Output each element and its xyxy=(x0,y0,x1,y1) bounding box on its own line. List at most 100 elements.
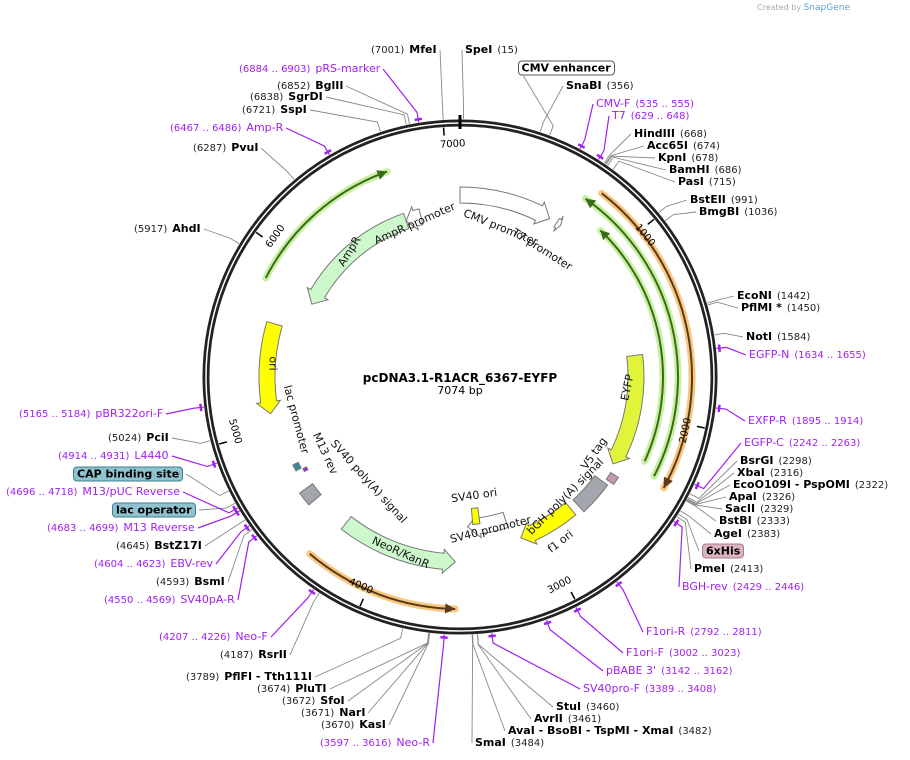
site-name: lac operator xyxy=(116,503,192,517)
enzyme-site-pflfi-tth111i[interactable]: (3789)PflFI - Tth111I xyxy=(181,670,312,684)
site-position: (686) xyxy=(714,165,742,176)
enzyme-site-sspi[interactable]: (6721)SspI xyxy=(237,103,307,117)
enzyme-site-pluti[interactable]: (3674)PluTI xyxy=(252,682,327,696)
site-position: (6838) xyxy=(250,92,284,103)
feature-v5-tag xyxy=(605,471,620,486)
enzyme-site-stui[interactable]: StuI(3460) xyxy=(556,700,624,714)
enzyme-site-bsteii[interactable]: BstEII(991) xyxy=(690,193,763,207)
enzyme-site-bstbi[interactable]: BstBI(2333) xyxy=(719,514,795,528)
primer-site-f1ori-r[interactable]: F1ori-R(2792 .. 2811) xyxy=(646,625,767,639)
enzyme-site-pvui[interactable]: (6287)PvuI xyxy=(188,141,258,155)
site-name: BamHI xyxy=(669,163,710,176)
site-position: (6884 .. 6903) xyxy=(239,64,311,75)
enzyme-site-pmei[interactable]: PmeI(2413) xyxy=(694,562,768,576)
feature-tag-lac-operator[interactable]: lac operator xyxy=(112,502,196,518)
primer-site-sv40pro-f[interactable]: SV40pro-F(3389 .. 3408) xyxy=(583,682,721,696)
enzyme-site-sgrdi[interactable]: (6838) SgrDI xyxy=(245,90,323,104)
tick-mark xyxy=(647,218,655,225)
enzyme-site-spei[interactable]: SpeI(15) xyxy=(465,43,523,57)
primer-site-t7[interactable]: T7(629 .. 648) xyxy=(612,109,694,123)
site-name: SgrDI xyxy=(288,90,323,103)
enzyme-site-bsmi[interactable]: (4593)BsmI xyxy=(151,575,225,589)
site-name: BmgBI xyxy=(699,205,740,218)
primer-site-cmv-f[interactable]: CMV-F(535 .. 555) xyxy=(596,97,699,111)
primer-site-exfp-r[interactable]: EXFP-R(1895 .. 1914) xyxy=(748,414,868,428)
site-name: Acc65I xyxy=(647,139,688,152)
site-position: (3671) xyxy=(301,708,335,719)
primer-site-ebv-rev[interactable]: (4604 .. 4623)EBV-rev xyxy=(89,557,213,571)
primer-site-bgh-rev[interactable]: BGH-rev(2429 .. 2446) xyxy=(682,580,809,594)
enzyme-site-bstz17i[interactable]: (4645)BstZ17I xyxy=(111,539,202,553)
enzyme-site-kasi[interactable]: (3670)KasI xyxy=(316,718,386,732)
site-position: (1036) xyxy=(744,207,778,218)
site-position: (1584) xyxy=(777,332,811,343)
enzyme-site-rsrii[interactable]: (4187)RsrII xyxy=(215,648,287,662)
primer-site-neo-f[interactable]: (4207 .. 4226)Neo-F xyxy=(154,630,268,644)
enzyme-site-kpni[interactable]: KpnI(678) xyxy=(658,151,723,165)
leader-line xyxy=(673,520,683,588)
enzyme-site-sacii[interactable]: SacII(2329) xyxy=(725,502,798,516)
enzyme-site-acc65i[interactable]: Acc65I (674) xyxy=(647,139,725,153)
enzyme-site-ecoo109i-pspomi[interactable]: EcoO109I - PspOMI(2322) xyxy=(733,478,893,492)
leader-line xyxy=(676,516,692,570)
enzyme-site-econi[interactable]: EcoNI(1442) xyxy=(737,289,815,303)
enzyme-site-bglii[interactable]: (6852) BglII xyxy=(272,79,343,93)
enzyme-site-ahdi[interactable]: (5917)AhdI xyxy=(129,222,201,236)
primer-site-m13-puc-reverse[interactable]: (4696 .. 4718)M13/pUC Reverse xyxy=(1,485,180,499)
enzyme-site-smai[interactable]: SmaI(3484) xyxy=(475,736,549,750)
feature-bgh-poly-a-signal xyxy=(572,474,609,513)
site-name: M13 Reverse xyxy=(123,521,195,534)
site-position: (4914 .. 4931) xyxy=(58,451,130,462)
leader-line xyxy=(472,634,506,732)
enzyme-site-bamhi[interactable]: BamHI (686) xyxy=(669,163,746,177)
primer-site-sv40pa-r[interactable]: (4550 .. 4569)SV40pA-R xyxy=(99,593,235,607)
leader-line xyxy=(477,634,554,708)
enzyme-site-xbai[interactable]: XbaI(2316) xyxy=(737,466,808,480)
primer-site-amp-r[interactable]: (6467 .. 6486)Amp-R xyxy=(165,121,283,135)
feature-neor-kanr xyxy=(340,515,456,575)
enzyme-site-apai[interactable]: ApaI(2326) xyxy=(729,490,800,504)
leader-line xyxy=(579,103,594,149)
site-name: RsrII xyxy=(258,648,287,661)
enzyme-site-bsrgi[interactable]: BsrGI(2298) xyxy=(740,454,817,468)
leader-line xyxy=(612,160,676,183)
primer-site-f1ori-f[interactable]: F1ori-F(3002 .. 3023) xyxy=(626,646,745,660)
primer-mark xyxy=(232,505,238,514)
enzyme-site-pasi[interactable]: PasI(715) xyxy=(678,175,741,189)
enzyme-site-snabi[interactable]: SnaBI(356) xyxy=(566,79,639,93)
feature-tag-cmv-enhancer[interactable]: CMV enhancer xyxy=(517,60,615,76)
site-name: BstBI xyxy=(719,514,752,527)
site-name: CAP binding site xyxy=(77,467,180,481)
site-name: BglII xyxy=(315,79,344,92)
feature-tag-6xhis[interactable]: 6xHis xyxy=(702,543,745,559)
feature-tag-cap-binding-site[interactable]: CAP binding site xyxy=(73,466,184,482)
enzyme-site-agei[interactable]: AgeI(2383) xyxy=(714,527,785,541)
site-position: (6852) xyxy=(277,81,311,92)
primer-site-pbr322ori-f[interactable]: (5165 .. 5184)pBR322ori-F xyxy=(14,407,163,421)
orf-line xyxy=(599,229,664,462)
site-position: (674) xyxy=(692,141,720,152)
leader-line xyxy=(687,472,735,503)
enzyme-site-hindiii[interactable]: HindIII(668) xyxy=(634,127,712,141)
primer-site-neo-r[interactable]: (3597 .. 3616)Neo-R xyxy=(315,736,430,750)
enzyme-site-pcii[interactable]: (5024)PciI xyxy=(103,431,169,445)
orf-glow xyxy=(262,168,391,282)
primer-site-egfp-c[interactable]: EGFP-C(2242 .. 2263) xyxy=(744,436,865,450)
enzyme-site-bmgbi[interactable]: BmgBI (1036) xyxy=(699,205,782,219)
primer-site-prs-marker[interactable]: (6884 .. 6903)pRS-marker xyxy=(234,62,380,76)
enzyme-site-pflmi-[interactable]: PflMI *(1450) xyxy=(741,301,825,315)
feature-lac-promoter xyxy=(292,461,302,472)
enzyme-site-avai-bsobi-tspmi-xmai[interactable]: AvaI - BsoBI - TspMI - XmaI(3482) xyxy=(508,724,717,738)
enzyme-site-noti[interactable]: NotI(1584) xyxy=(746,330,815,344)
primer-site-l4440[interactable]: (4914 .. 4931)L4440 xyxy=(53,449,169,463)
enzyme-site-sfoi[interactable]: (3672)SfoI xyxy=(277,694,345,708)
primer-site-egfp-n[interactable]: EGFP-N(1634 .. 1655) xyxy=(749,348,871,362)
site-name: EXFP-R xyxy=(748,414,787,427)
enzyme-site-avrii[interactable]: AvrII(3461) xyxy=(534,712,606,726)
primer-site-m13-reverse[interactable]: (4683 .. 4699)M13 Reverse xyxy=(42,521,195,535)
enzyme-site-mfei[interactable]: (7001)MfeI xyxy=(366,43,437,57)
leader-line xyxy=(289,592,320,656)
enzyme-site-nari[interactable]: (3671)NarI xyxy=(296,706,365,720)
primer-site-pbabe-3-[interactable]: pBABE 3'(3142 .. 3162) xyxy=(606,664,738,678)
site-name: SpeI xyxy=(465,43,493,56)
